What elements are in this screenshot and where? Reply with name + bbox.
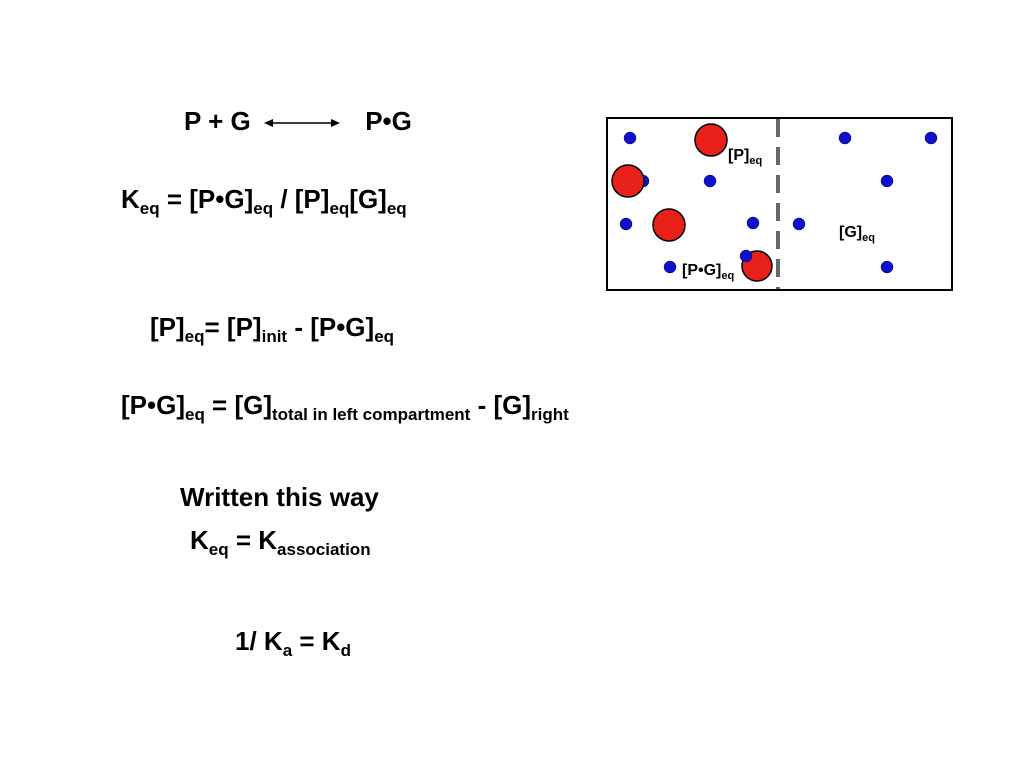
pg-eq-total-subscript: total in left compartment (272, 405, 471, 424)
keq-pg-term: [P•G] (189, 184, 254, 214)
written-equals-k: = K (228, 525, 278, 555)
double-headed-arrow-icon (263, 119, 340, 128)
ligand-g (623, 131, 637, 145)
reaction-left: P + G (184, 106, 251, 136)
p-eq-pg-subscript: eq (374, 327, 395, 346)
keq-subscript: eq (139, 199, 160, 218)
pg-eq-term: [P•G] (121, 390, 185, 420)
reaction-right: P•G (365, 106, 412, 136)
ka-kd-equation: 1/ Ka = Kd (235, 628, 351, 659)
keq-equals: = (159, 184, 190, 214)
inverse-a-subscript: a (282, 641, 293, 660)
inverse-d-subscript: d (340, 641, 351, 660)
ligand-g (663, 260, 677, 274)
pg-eq-g-total: = [G] (204, 390, 272, 420)
protein-p (694, 123, 728, 157)
written-k-subscript: eq (208, 540, 229, 559)
keq-g-term: [G] (349, 184, 387, 214)
written-k: K (190, 525, 209, 555)
ligand-g (746, 216, 760, 230)
diagram-label-g-eq: [G]eq (839, 224, 875, 244)
p-init-term: = [P] (204, 312, 262, 342)
inverse-equals-k: = K (292, 626, 341, 656)
ligand-g (838, 131, 852, 145)
bound-ligand-g (739, 249, 753, 263)
ligand-g (703, 174, 717, 188)
written-assoc-subscript: association (277, 540, 371, 559)
p-eq-term: [P] (150, 312, 185, 342)
keq-association-equation: Keq = Kassociation (190, 527, 371, 558)
pg-eq-subscript: eq (184, 405, 205, 424)
p-eq-subscript: eq (184, 327, 205, 346)
ligand-g (880, 260, 894, 274)
pg-eq-equation: [P•G]eq = [G]total in left compartment -… (121, 392, 569, 423)
dialysis-diagram: [P]eq [G]eq [P•G]eq (606, 117, 953, 291)
keq-equation: Keq = [P•G]eq / [P]eq[G]eq (121, 186, 407, 217)
p-eq-equation: [P]eq= [P]init - [P•G]eq (150, 314, 394, 345)
keq-p-subscript: eq (329, 199, 350, 218)
protein-p (611, 164, 645, 198)
dialysis-diagram-svg (606, 117, 953, 291)
protein-p (652, 208, 686, 242)
keq-p-term: [P] (294, 184, 330, 214)
inverse-prefix: 1/ K (235, 626, 283, 656)
diagram-label-pg-eq: [P•G]eq (682, 262, 735, 282)
pg-eq-minus-g: - [G] (470, 390, 532, 420)
ligand-g (619, 217, 633, 231)
ligand-g (792, 217, 806, 231)
reaction-equation: P + G P•G (184, 108, 412, 134)
p-eq-minus-pg: - [P•G] (287, 312, 375, 342)
keq-g-subscript: eq (386, 199, 407, 218)
ligand-g (924, 131, 938, 145)
diagram-label-p-eq: [P]eq (728, 147, 763, 167)
keq-symbol: K (121, 184, 140, 214)
keq-pg-subscript: eq (253, 199, 274, 218)
keq-divide: / (273, 184, 295, 214)
written-this-way: Written this way (180, 482, 379, 512)
p-init-subscript: init (261, 327, 288, 346)
ligand-g (880, 174, 894, 188)
pg-eq-right-subscript: right (531, 405, 569, 424)
